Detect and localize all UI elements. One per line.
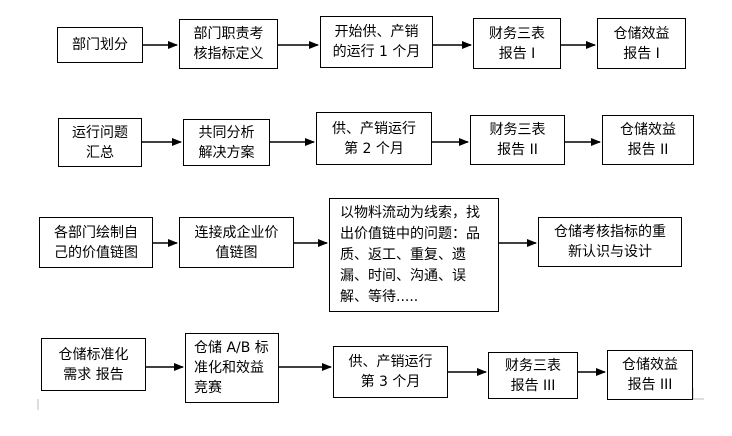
step-line: 值链图: [215, 244, 258, 261]
step-box-draw-value-chain: 各部门绘制自 己的价值链图: [39, 217, 153, 268]
step-line: 漏、时间、沟通、误: [340, 267, 466, 284]
step-line: 财务三表: [489, 25, 545, 42]
step-box-issue-summary: 运行问题 汇总: [58, 118, 142, 167]
step-box-finance-report-1: 财务三表 报告 I: [473, 18, 561, 69]
step-line: 供、产销运行: [348, 354, 433, 370]
step-box-run-month-1: 开始供、产销 的运行 1 个月: [320, 16, 433, 68]
step-line: 己的价值链图: [54, 244, 138, 261]
step-line: 解决方案: [198, 144, 255, 161]
step-line: 仓储效益: [622, 357, 678, 373]
step-box-finance-report-3: 财务三表 报告 III: [488, 352, 578, 399]
step-box-joint-analysis: 共同分析 解决方案: [183, 119, 270, 166]
step-line: 解、等待.....: [340, 288, 419, 305]
step-box-warehouse-report-1: 仓储效益 报告 I: [597, 18, 686, 69]
step-line: 运行问题: [72, 124, 128, 141]
step-line: 仓储考核指标的重: [554, 224, 666, 240]
step-box-value-chain-problems: 以物料流动为线索，找 出价值链中的问题：品 质、返工、重复、遗 漏、时间、沟通、…: [329, 198, 499, 312]
step-box-standardization-report: 仓储标准化 需求 报告: [41, 338, 146, 391]
step-line: 核指标定义: [193, 46, 264, 62]
step-box-duty-kpi-definition: 部门职责考 核指标定义: [179, 19, 278, 69]
step-box-run-month-2: 供、产销运行 第 2 个月: [316, 112, 432, 165]
step-line: 汇总: [86, 144, 114, 161]
step-box-enterprise-value-chain: 连接成企业价 值链图: [179, 217, 294, 268]
step-line: 财务三表: [489, 122, 546, 138]
step-line: 报告 II: [627, 142, 669, 158]
step-box-warehouse-report-2: 仓储效益 报告 II: [602, 115, 694, 165]
step-line: 共同分析: [198, 124, 255, 141]
step-line: 仓储 A/B 标: [194, 340, 269, 356]
step-line: 财务三表: [505, 357, 561, 374]
step-line: 供、产销运行: [332, 120, 416, 137]
step-line: 出价值链中的问题：品: [340, 225, 480, 242]
step-line: 准化和效益: [194, 360, 264, 376]
step-line: 质、返工、重复、遗: [340, 246, 466, 263]
step-line: 报告 I: [498, 45, 536, 62]
step-line: 报告 I: [623, 45, 660, 62]
step-line: 第 3 个月: [360, 374, 421, 390]
step-box-department-division: 部门划分: [57, 27, 143, 63]
step-line: 开始供、产销: [334, 24, 419, 40]
step-line: 报告 III: [627, 377, 673, 393]
step-line: 部门职责考: [193, 26, 264, 42]
step-line: 新认识与设计: [568, 244, 652, 260]
step-line: 仓储效益: [613, 25, 670, 42]
step-box-warehouse-report-3: 仓储效益 报告 III: [607, 350, 693, 400]
step-line: 各部门绘制自: [54, 224, 138, 241]
step-box-warehouse-kpi-redesign: 仓储考核指标的重 新认识与设计: [538, 217, 682, 267]
step-box-run-month-3: 供、产销运行 第 3 个月: [333, 346, 448, 398]
page-corner-mark-right: [692, 388, 704, 400]
step-line: 的运行 1 个月: [332, 44, 421, 60]
step-box-finance-report-2: 财务三表 报告 II: [470, 115, 565, 165]
step-line: 第 2 个月: [344, 140, 404, 157]
step-line: 部门划分: [72, 37, 128, 53]
step-line: 竞赛: [194, 380, 222, 396]
step-box-ab-competition: 仓储 A/B 标 准化和效益 竞赛: [185, 333, 279, 403]
step-line: 需求 报告: [63, 366, 124, 383]
step-line: 报告 II: [497, 142, 538, 158]
step-line: 报告 III: [510, 377, 556, 394]
step-line: 以物料流动为线索，找: [340, 204, 480, 221]
step-line: 仓储效益: [620, 122, 676, 138]
step-line: 连接成企业价: [194, 224, 279, 241]
step-line: 仓储标准化: [58, 346, 129, 363]
